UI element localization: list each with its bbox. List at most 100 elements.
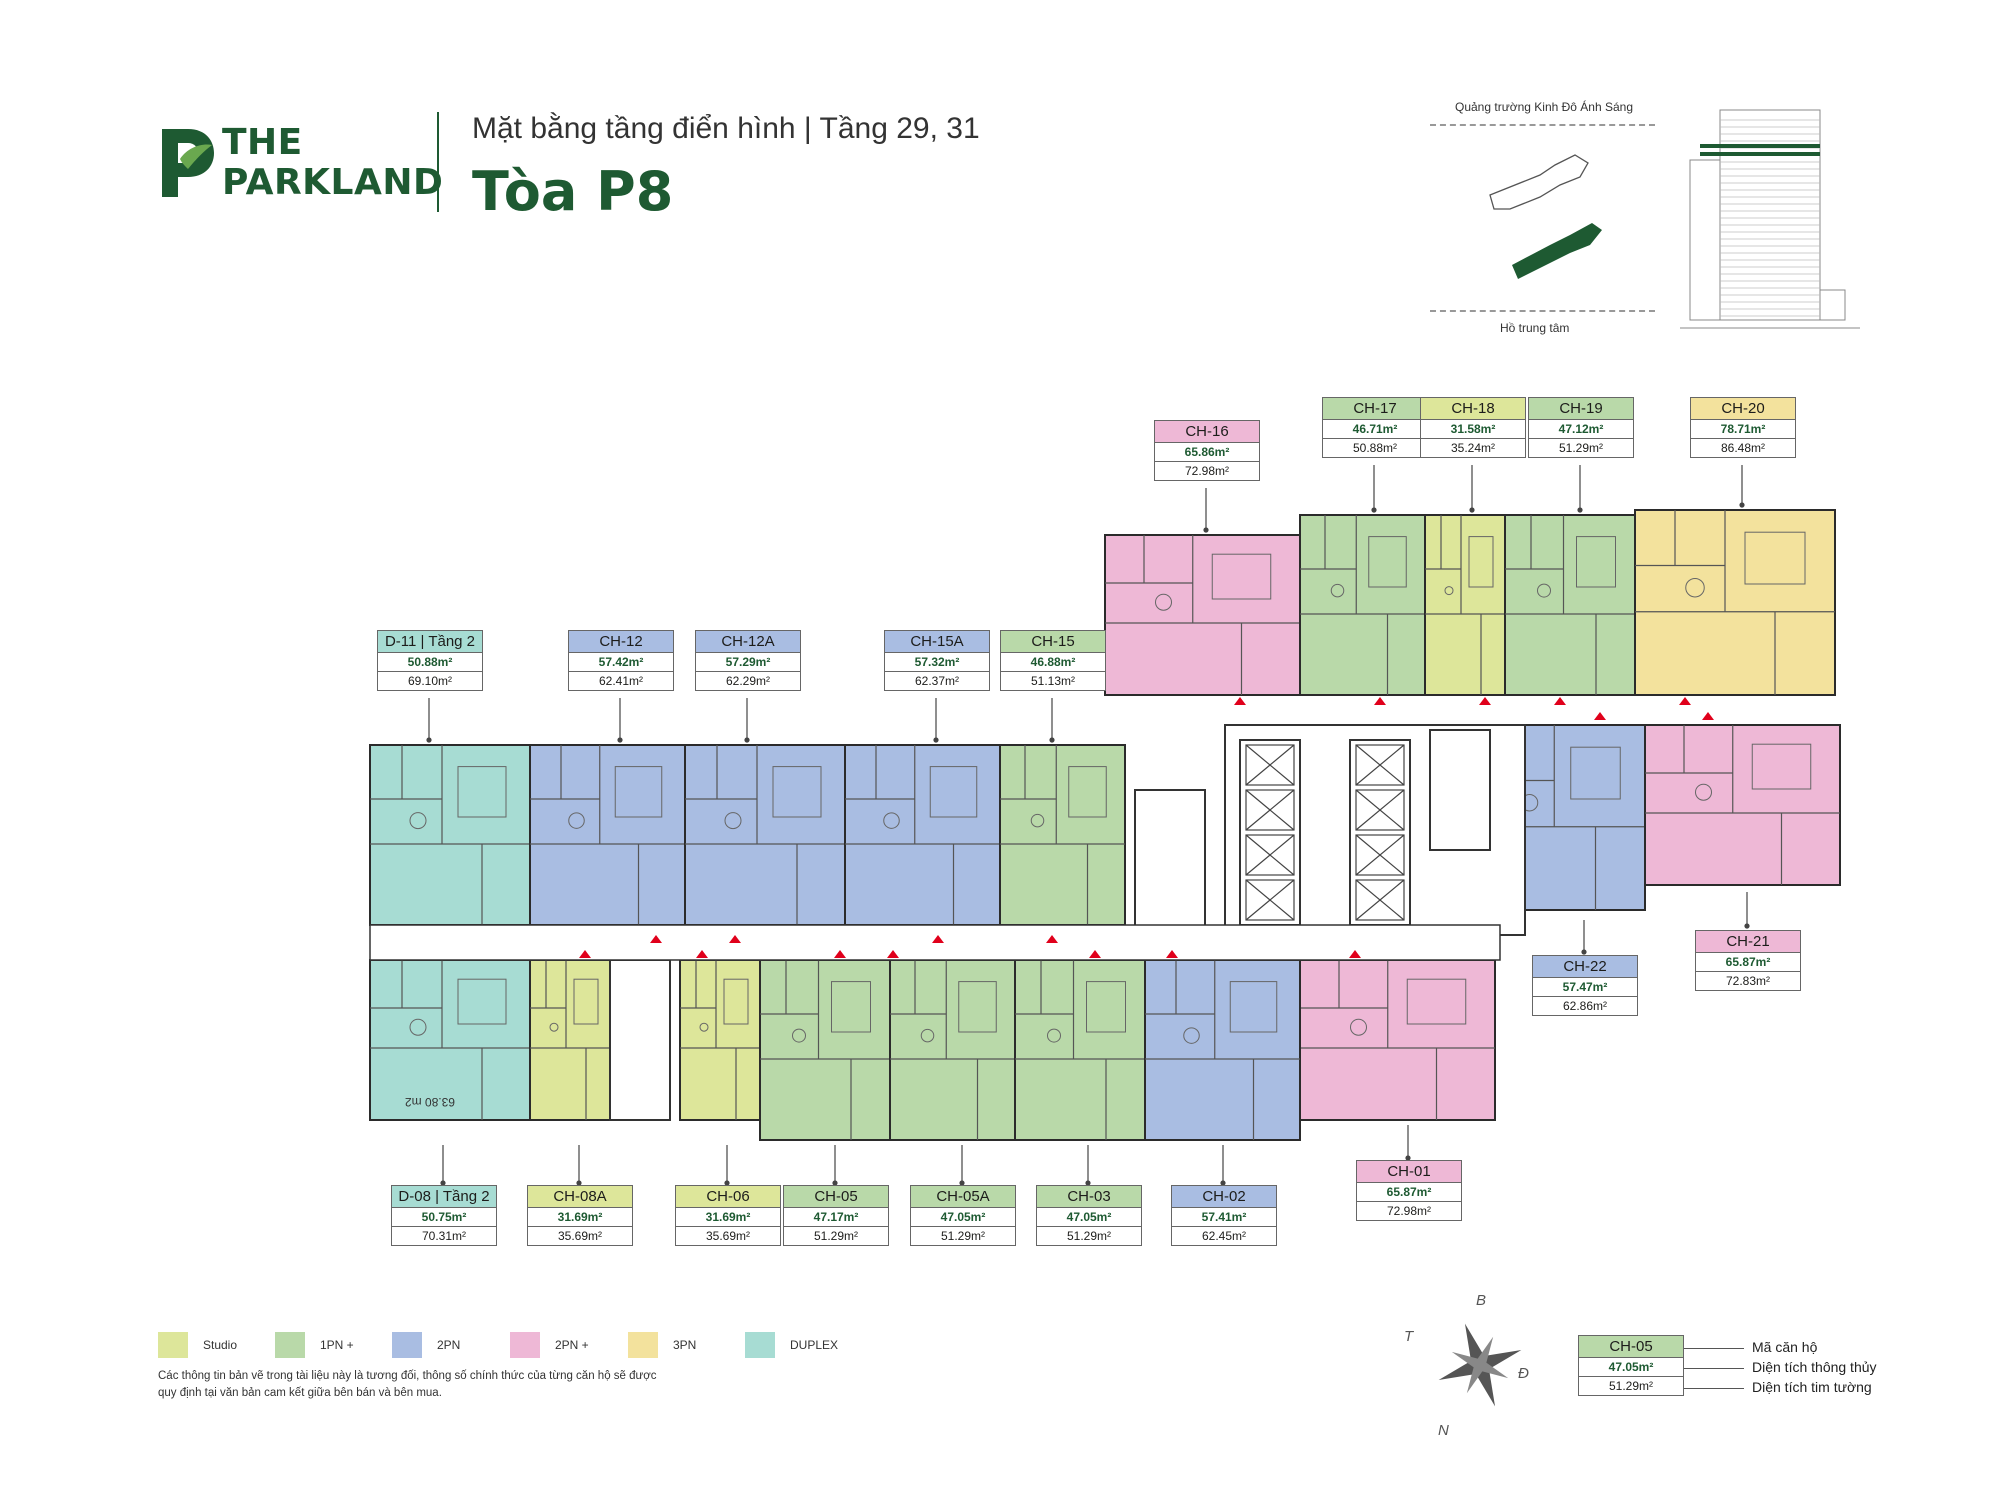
label-leader-dot <box>617 737 623 743</box>
key-net-desc: Diện tích thông thủy <box>1752 1359 1877 1375</box>
compass-west-label: T <box>1404 1328 1414 1345</box>
compass-east-label: Đ <box>1518 1365 1529 1382</box>
elevator-car <box>1355 879 1405 921</box>
label-leader-dot <box>1744 923 1750 929</box>
label-leader-dot <box>1049 737 1055 743</box>
unit-gross-area: 70.31m² <box>421 1229 467 1243</box>
unit-entrance-marker <box>650 935 662 943</box>
unit-code: CH-12A <box>696 631 800 653</box>
unit-code: CH-05A <box>911 1186 1015 1208</box>
unit-net-area: 31.69m² <box>528 1208 632 1227</box>
unit-code: CH-05 <box>784 1186 888 1208</box>
unit-entrance-marker <box>1374 697 1386 705</box>
legend-swatch <box>510 1332 540 1358</box>
unit-entrance-marker <box>729 935 741 943</box>
unit-ch-12 <box>529 744 686 926</box>
page-subtitle: Mặt bằng tầng điển hình | Tầng 29, 31 <box>472 112 980 145</box>
legend-label: 2PN + <box>555 1338 589 1352</box>
unit-ch-16 <box>1104 534 1301 696</box>
stair-south <box>609 959 671 1121</box>
unit-net-area: 57.32m² <box>885 653 989 672</box>
unit-code: CH-12 <box>569 631 673 653</box>
unit-gross-area: 62.45m² <box>1201 1229 1247 1243</box>
unit-code: D-11 | Tầng 2 <box>378 631 482 653</box>
legend-label: 1PN + <box>320 1338 354 1352</box>
key-gross-desc: Diện tích tim tường <box>1752 1379 1872 1395</box>
page-title: Tòa P8 <box>472 160 674 223</box>
key-leader-code <box>1684 1348 1744 1349</box>
legend-swatch <box>745 1332 775 1358</box>
unit-gross-area: 51.29m² <box>940 1229 986 1243</box>
unit-code: CH-19 <box>1529 398 1633 420</box>
unit-gross-area: 72.98m² <box>1184 464 1230 478</box>
unit-net-area: 57.42m² <box>569 653 673 672</box>
compass-rose-icon <box>1438 1323 1522 1407</box>
brand-line-2: PARKLAND <box>222 162 444 203</box>
site-map-top-line <box>1430 124 1655 126</box>
elevator-car <box>1355 834 1405 876</box>
compass-north-label: B <box>1476 1292 1487 1309</box>
unit-code: CH-18 <box>1421 398 1525 420</box>
unit-entrance-marker <box>1349 950 1361 958</box>
key-code-desc: Mã căn hộ <box>1752 1339 1818 1355</box>
unit-ch-08a <box>529 959 611 1121</box>
unit-entrance-marker <box>1046 935 1058 943</box>
brand-line-1: THE <box>222 122 303 163</box>
elevator-car <box>1245 744 1295 786</box>
unit-ch-15 <box>999 744 1126 926</box>
unit-ch-18 <box>1424 514 1506 696</box>
label-leader-dot <box>744 737 750 743</box>
unit-net-area: 50.75m² <box>392 1208 496 1227</box>
unit-ch-01 <box>1299 959 1496 1121</box>
unit-ch-06 <box>679 959 761 1121</box>
unit-entrance-marker <box>1479 697 1491 705</box>
unit-code: CH-20 <box>1691 398 1795 420</box>
unit-code: CH-22 <box>1533 956 1637 978</box>
header-divider <box>437 112 439 212</box>
unit-gross-area: 62.29m² <box>725 674 771 688</box>
unit-entrance-marker <box>1166 950 1178 958</box>
building-elevation-diagram <box>1680 109 1860 329</box>
unit-gross-area: 51.29m² <box>1066 1229 1112 1243</box>
unit-entrance-marker <box>834 950 846 958</box>
unit-ch-05 <box>759 959 891 1141</box>
compass-south-label: N <box>1438 1422 1449 1439</box>
unit-ch-17 <box>1299 514 1426 696</box>
elevator-car <box>1245 879 1295 921</box>
label-leader-dot <box>1203 527 1209 533</box>
service-room <box>1134 789 1206 931</box>
unit-net-area: 47.05m² <box>911 1208 1015 1227</box>
unit-gross-area: 72.83m² <box>1725 974 1771 988</box>
unit-net-area: 57.29m² <box>696 653 800 672</box>
unit-gross-area: 51.29m² <box>1558 441 1604 455</box>
unit-gross-area: 62.86m² <box>1562 999 1608 1013</box>
unit-gross-area: 72.98m² <box>1386 1204 1432 1218</box>
unit-entrance-marker <box>1679 697 1691 705</box>
unit-net-area: 65.87m² <box>1696 953 1800 972</box>
unit-entrance-marker <box>1234 697 1246 705</box>
unit-gross-area: 50.88m² <box>1352 441 1398 455</box>
stair-core <box>1429 729 1491 851</box>
unit-gross-area: 35.69m² <box>557 1229 603 1243</box>
legend-label: DUPLEX <box>790 1338 839 1352</box>
unit-net-area: 50.88m² <box>378 653 482 672</box>
disclaimer-text: Các thông tin bản vẽ trong tài liệu này … <box>158 1370 657 1399</box>
unit-net-area: 46.88m² <box>1001 653 1105 672</box>
key-sample-net-area: 47.05m² <box>1579 1358 1683 1377</box>
unit-ch-05a <box>889 959 1016 1141</box>
unit-entrance-marker <box>1554 697 1566 705</box>
unit-entrance-marker <box>579 950 591 958</box>
unit-entrance-marker <box>1594 712 1606 720</box>
